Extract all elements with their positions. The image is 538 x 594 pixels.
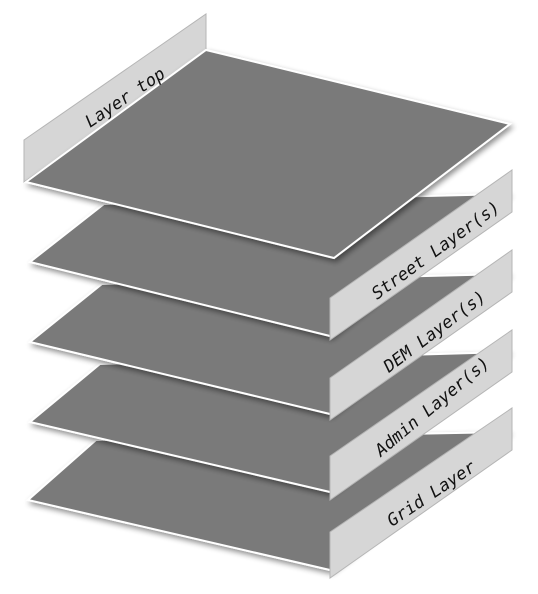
layer-top: Layer top: [23, 13, 513, 260]
street-layer-tab: [329, 169, 513, 341]
admin-layer-tab: [329, 329, 513, 501]
dem-layer-tab: [329, 249, 513, 421]
grid-layer-tab: [329, 407, 513, 579]
layer-dem: DEM Layer(s): [27, 249, 513, 421]
layer-street: Street Layer(s): [27, 169, 513, 341]
top-layer-plate: [23, 48, 513, 260]
layer-grid: Grid Layer: [25, 407, 513, 579]
